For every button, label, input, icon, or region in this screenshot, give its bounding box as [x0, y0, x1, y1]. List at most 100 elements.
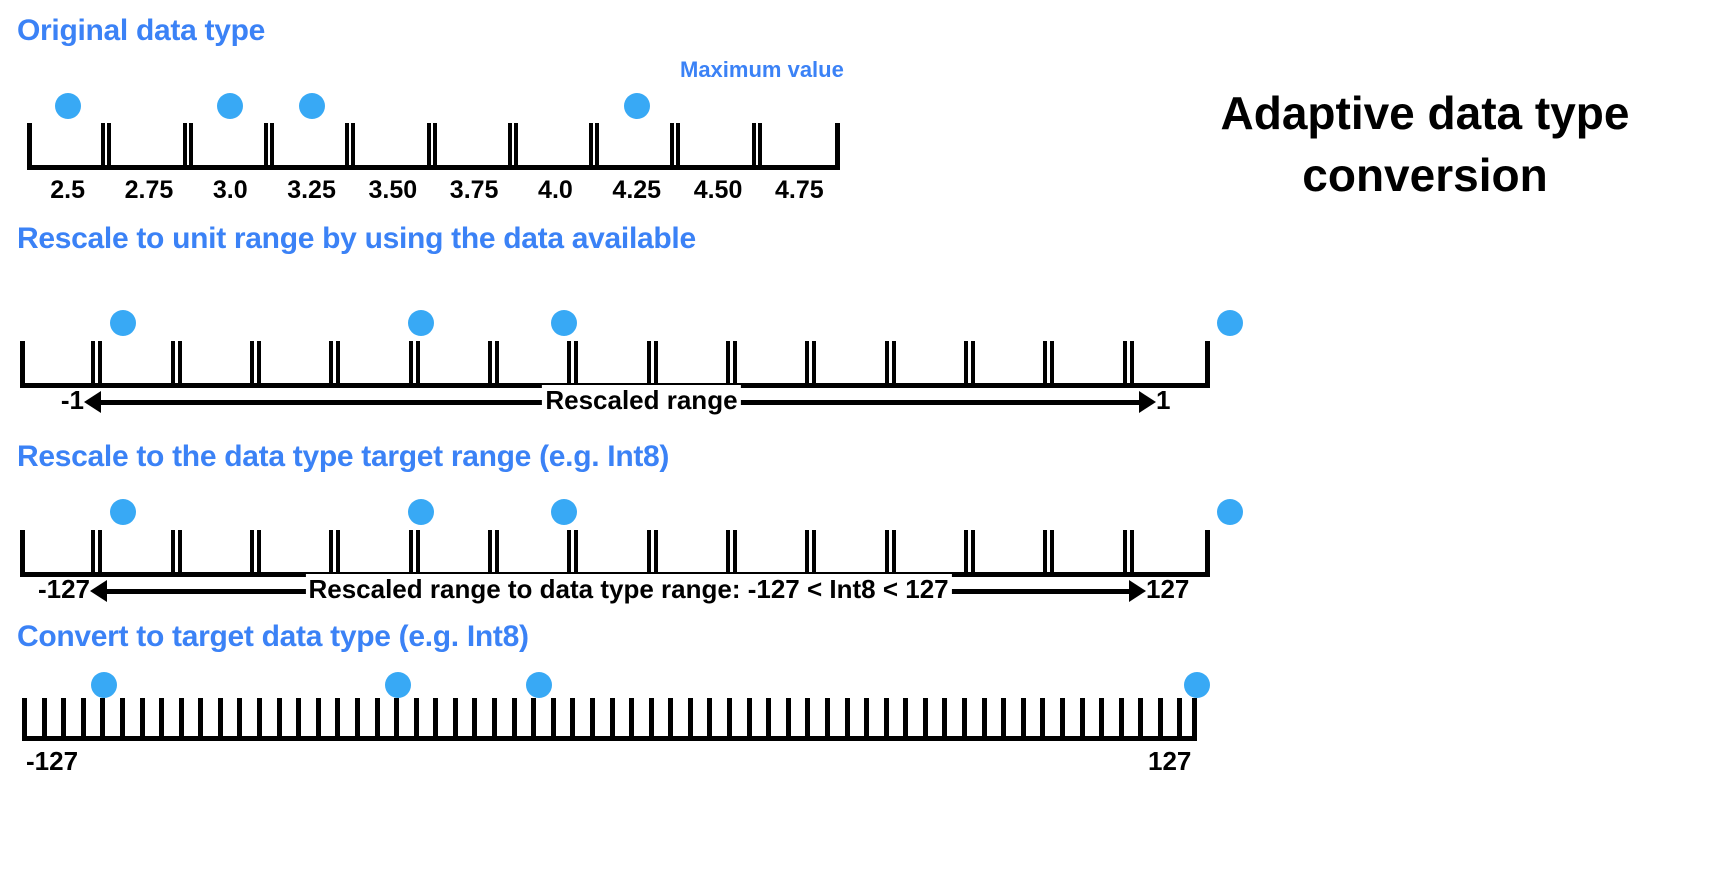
axis-tick	[394, 698, 400, 741]
axis-tick	[336, 341, 341, 388]
axis-tick	[824, 698, 830, 741]
axis-tick	[751, 123, 756, 170]
axis-tick	[139, 698, 145, 741]
axis-tick	[159, 698, 165, 741]
axis-tick	[198, 698, 204, 741]
data-point-dot	[385, 672, 411, 698]
axis-tick	[177, 530, 182, 577]
axis-tick	[964, 530, 968, 577]
axis-tick	[1099, 698, 1105, 741]
axis-tick	[1040, 698, 1046, 741]
range-arrow-target: -127 Rescaled range to data type range: …	[38, 574, 1189, 608]
axis-tick	[746, 698, 752, 741]
axis-tick	[269, 123, 274, 170]
axis-tick	[188, 123, 193, 170]
axis-tick	[20, 530, 25, 577]
axis-tick	[257, 698, 262, 741]
axis-tick	[98, 341, 103, 388]
axis-tick	[296, 698, 302, 741]
axis-tick	[883, 698, 889, 741]
axis-tick	[589, 123, 594, 170]
axis-tick	[250, 530, 254, 577]
axis-tick	[1050, 530, 1055, 577]
axis-tick	[315, 698, 321, 741]
arrow-head-left-icon	[84, 391, 101, 413]
axis-tick	[891, 341, 896, 388]
axis-tick	[91, 530, 96, 577]
axis-tick	[812, 341, 817, 388]
axis-tick	[1129, 530, 1134, 577]
axis-tick	[452, 698, 458, 741]
axis-tick	[595, 123, 600, 170]
data-point-dot	[1217, 499, 1243, 525]
axis-tick	[276, 698, 282, 741]
axis-tick	[707, 698, 713, 741]
axis-tick	[1122, 341, 1127, 388]
axis-tick	[653, 341, 658, 388]
axis-tick	[1205, 341, 1210, 388]
axis-tick	[648, 698, 654, 741]
axis-tick	[41, 698, 47, 741]
range-label: Rescaled range to data type range: -127 …	[305, 574, 952, 606]
range-left-label: -1	[60, 385, 84, 415]
axis-tick	[170, 530, 175, 577]
converted-right-label: 127	[1148, 746, 1192, 776]
axis-tick	[488, 530, 492, 577]
axis-tick	[653, 530, 658, 577]
axis-tick	[570, 698, 576, 741]
axis-tick	[177, 341, 182, 388]
axis-tick	[217, 698, 223, 741]
axis-tick	[1043, 530, 1048, 577]
data-point-dot	[550, 310, 577, 336]
maximum-value-annotation: Maximum value	[680, 57, 844, 82]
axis-tick	[629, 698, 635, 741]
axis-tick	[971, 341, 975, 388]
axis-tick	[61, 698, 67, 741]
axis-tick-label: 4.0	[538, 176, 573, 204]
axis-tick	[100, 698, 106, 741]
axis-tick	[513, 123, 518, 170]
axis-tick	[1205, 530, 1210, 577]
axis-tick	[413, 698, 419, 741]
range-right-label: 127	[1146, 574, 1190, 604]
axis-tick	[257, 530, 261, 577]
axis-tick	[1050, 341, 1055, 388]
axis-tick	[733, 341, 737, 388]
axis-tick	[981, 698, 987, 741]
axis-tick	[609, 698, 615, 741]
data-point-dot	[1217, 310, 1243, 336]
axis-tick	[119, 698, 125, 741]
axis-tick	[646, 341, 651, 388]
axis-tick	[263, 123, 268, 170]
axis-tick	[178, 698, 184, 741]
axis-tick	[1020, 698, 1026, 741]
axis-tick	[687, 698, 693, 741]
axis-tick	[884, 530, 889, 577]
axis-tick-label: 3.50	[368, 176, 418, 204]
axis-tick	[329, 341, 334, 388]
axis-tick	[345, 123, 350, 170]
axis-tick-label: 3.75	[449, 176, 499, 204]
arrow-head-left-icon	[90, 580, 107, 602]
data-point-dot	[298, 93, 325, 119]
axis-tick	[733, 530, 737, 577]
data-point-dot	[110, 310, 137, 336]
axis-tick-label: 3.25	[287, 176, 336, 204]
axis-tick	[511, 698, 517, 741]
axis-tick	[567, 341, 572, 388]
axis-tick	[408, 530, 413, 577]
axis-tick	[432, 123, 437, 170]
axis-tick	[646, 530, 651, 577]
section-heading-target-range: Rescale to the data type target range (e…	[17, 440, 670, 473]
axis-tick	[766, 698, 772, 741]
axis-tick	[805, 341, 810, 388]
axis-tick	[891, 530, 896, 577]
axis-tick	[472, 698, 478, 741]
axis-tick	[250, 341, 254, 388]
axis-tick	[182, 123, 187, 170]
axis-tick	[336, 530, 341, 577]
axis-tick	[237, 698, 243, 741]
axis-tick	[726, 530, 730, 577]
axis-tick	[91, 341, 96, 388]
axis-tick	[1079, 698, 1085, 741]
